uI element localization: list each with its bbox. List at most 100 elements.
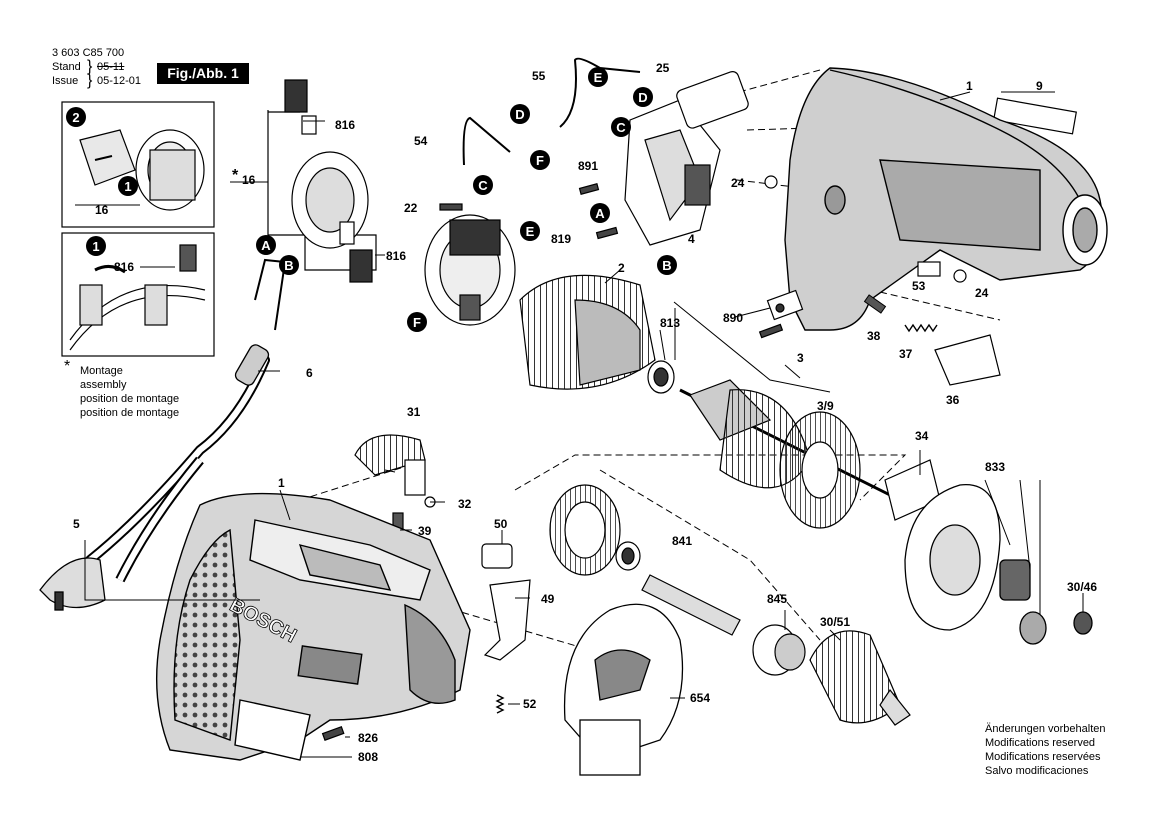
screws	[321, 183, 784, 741]
part-label-39: 39	[418, 524, 432, 538]
lever-890	[766, 289, 804, 321]
part-label-54: 54	[414, 134, 428, 148]
issue-brace: }	[87, 72, 93, 89]
part-label-845: 845	[767, 592, 787, 606]
part-label-833: 833	[985, 460, 1005, 474]
svg-text:B: B	[662, 258, 671, 273]
issue-value: 05-12-01	[97, 75, 142, 87]
brush-ring	[424, 214, 516, 326]
brush-holder-inset-drawing	[79, 129, 205, 211]
housing-half	[784, 67, 1108, 331]
part-label-6: 6	[306, 366, 313, 380]
carbon-brush-set	[267, 79, 377, 283]
part-label-36: 36	[946, 393, 960, 407]
chuck-assembly	[752, 624, 911, 726]
part-label-30-46: 30/46	[1067, 580, 1097, 594]
svg-text:C: C	[616, 120, 626, 135]
modifications-note: Änderungen vorbehalten Modifications res…	[985, 722, 1105, 778]
part-label-55: 55	[532, 69, 546, 83]
clip-53	[917, 261, 941, 277]
gear-841-assembly	[549, 484, 741, 636]
spring-37	[904, 323, 938, 333]
callout-A2: A	[590, 203, 610, 223]
part-label-52: 52	[523, 697, 537, 711]
svg-text:2: 2	[72, 110, 79, 125]
part-label-24: 24	[731, 176, 745, 190]
switch-trigger-31	[354, 434, 436, 532]
callout-C1: C	[473, 175, 493, 195]
assembly-star: *	[64, 358, 71, 375]
callouts: A B A B C C D D E E F F 1 2 1	[66, 67, 677, 332]
modifications-line: Modifications reserved	[985, 737, 1096, 749]
part-label-808: 808	[358, 750, 378, 764]
callout-F1: F	[530, 150, 550, 170]
callout-B2: B	[657, 255, 677, 275]
svg-text:F: F	[536, 153, 544, 168]
stand-brace: }	[87, 58, 93, 75]
power-cord	[39, 258, 287, 611]
nameplate-9	[993, 97, 1077, 135]
part-label-813: 813	[660, 316, 680, 330]
inset-box-bottom	[61, 232, 215, 357]
inset-box-top	[61, 101, 215, 228]
spring-52	[495, 694, 505, 714]
part-label-816b: 816	[114, 260, 134, 274]
svg-text:B: B	[284, 258, 293, 273]
bearing-813	[647, 360, 675, 394]
part-label-816c: 816	[386, 249, 406, 263]
wire-54	[462, 116, 511, 166]
svg-text:A: A	[595, 206, 605, 221]
part-label-34: 34	[915, 429, 929, 443]
svg-text:D: D	[515, 107, 524, 122]
modifications-line: Änderungen vorbehalten	[985, 723, 1106, 735]
washer-24	[764, 175, 778, 189]
stand-value: 05-11	[97, 61, 125, 73]
part-label-24b: 24	[975, 286, 989, 300]
callout-step-1a: 1	[118, 176, 138, 196]
bracket-49	[483, 579, 531, 661]
svg-text:E: E	[526, 224, 535, 239]
callout-A1: A	[256, 235, 276, 255]
figure-label: Fig./Abb. 1	[157, 63, 249, 84]
assembly-note-line: position de montage	[80, 393, 180, 405]
modifications-line: Salvo modificaciones	[985, 765, 1089, 777]
washer-24b	[953, 269, 967, 283]
part-label-53: 53	[912, 279, 926, 293]
document-number: 3 603 C85 700	[52, 47, 125, 59]
drill-body: BOSCH	[155, 492, 471, 761]
part-label-3-9: 3/9	[817, 399, 834, 413]
part-label-38: 38	[867, 329, 881, 343]
svg-text:F: F	[413, 315, 421, 330]
part-label-16b: 16	[95, 203, 109, 217]
callout-step-2a: 2	[66, 107, 86, 127]
callout-step-1b: 1	[86, 236, 106, 256]
callout-B1: B	[279, 255, 299, 275]
button-50	[481, 543, 513, 569]
part-label-890: 890	[723, 311, 743, 325]
armature-3	[679, 379, 901, 529]
leader-lines	[75, 91, 1084, 758]
part-labels: 1 9 25 55 54 891 24 22 819 4 816 * 16 16…	[73, 61, 1097, 764]
pin-38	[863, 294, 887, 314]
part-label-25: 25	[656, 61, 670, 75]
part-label-3: 3	[797, 351, 804, 365]
svg-text:C: C	[478, 178, 488, 193]
assembly-note-line: assembly	[80, 379, 127, 391]
callout-E2: E	[520, 221, 540, 241]
switch-part-4	[624, 99, 721, 246]
part-label-891: 891	[578, 159, 598, 173]
bearing-shield-833	[904, 484, 1093, 645]
wire-55	[559, 57, 641, 128]
svg-text:A: A	[261, 238, 271, 253]
part-label-819: 819	[551, 232, 571, 246]
part-label-816: 816	[335, 118, 355, 132]
assembly-note-line: Montage	[80, 365, 123, 377]
slide-36	[934, 334, 1001, 386]
svg-text:D: D	[638, 90, 647, 105]
part-label-50: 50	[494, 517, 508, 531]
switch-cover-25	[676, 71, 749, 129]
part-label-32: 32	[458, 497, 472, 511]
part-label-1b: 1	[278, 476, 285, 490]
part-label-841: 841	[672, 534, 692, 548]
